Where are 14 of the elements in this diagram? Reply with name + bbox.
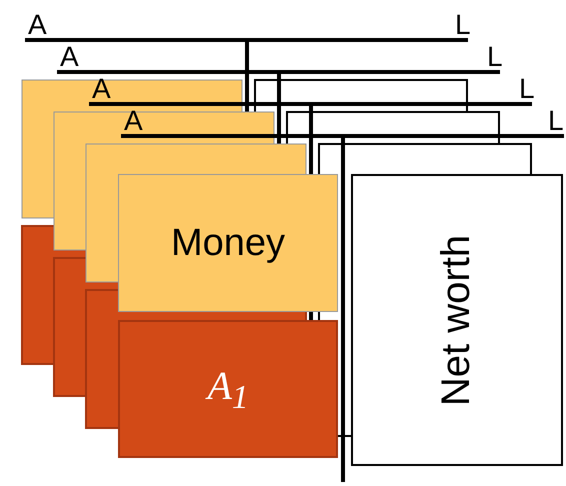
assets-side-label: A <box>124 107 143 135</box>
assets-side-label: A <box>60 43 79 71</box>
liabilities-side-label: L <box>519 75 535 103</box>
liabilities-side-label: L <box>455 11 471 39</box>
rotated-label: Net worth <box>434 234 480 406</box>
liabilities-side-label: L <box>548 107 564 135</box>
box-label: A$_{1}$ <box>207 362 249 416</box>
assets-side-label: A <box>92 75 111 103</box>
box-label: Money <box>170 222 286 264</box>
asset-box <box>118 174 338 312</box>
liability-box <box>351 174 563 466</box>
assets-side-label: A <box>28 11 47 39</box>
asset-box <box>118 320 338 458</box>
liabilities-side-label: L <box>487 43 503 71</box>
